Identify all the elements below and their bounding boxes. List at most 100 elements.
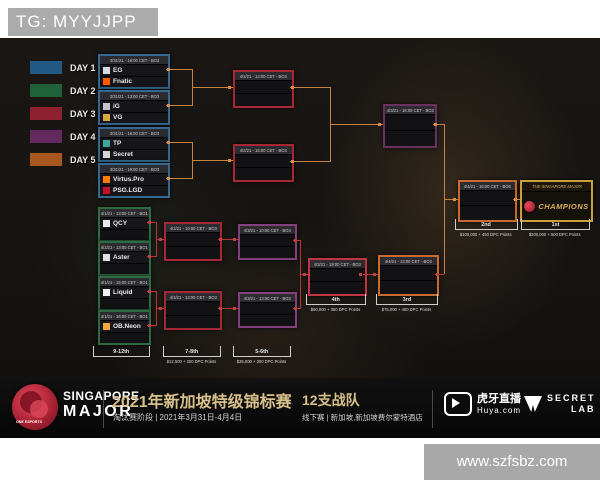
empty-team-slot	[380, 280, 437, 294]
place-label-3rd: 3rd	[376, 294, 438, 305]
secretlab-secret: SECRET	[547, 393, 596, 403]
legend-day2-label: DAY 2	[70, 86, 96, 96]
team-row: Liquid	[100, 287, 149, 299]
huya-name: 虎牙直播	[477, 393, 521, 406]
prize-1st: $200,000 + 500 DPC Points	[528, 232, 581, 237]
empty-team-slot	[460, 206, 515, 220]
match-lb-r1-slot-1: 4/1/21 - 13:00 CET - BO1 QCY	[98, 207, 151, 242]
match-schedule: 4/2/21 - 13:00 CET - BO3	[166, 293, 220, 302]
empty-team-slot	[310, 282, 365, 294]
empty-team-slot	[380, 266, 437, 281]
team-name: Virtus.Pro	[113, 175, 144, 183]
empty-team-slot	[385, 115, 435, 131]
vg-logo-icon	[103, 114, 110, 122]
one-esports-rose-logo-icon: ONE ESPORTS	[12, 384, 58, 430]
prize-7-8th: $12,500 + 200 DPC Points	[166, 359, 216, 364]
match-lb-r3-2: 4/3/21 - 13:00 CET - BO3	[238, 292, 297, 328]
legend-day3-label: DAY 3	[70, 109, 96, 119]
team-row: Secret	[100, 149, 168, 160]
match-schedule: 4/1/21 - 13:00 CET - BO1	[100, 209, 149, 218]
team-row: PSG.LGD	[100, 185, 168, 196]
match-lb-r1-slot-2: 4/1/21 - 13:00 CET - BO1 Aster	[98, 241, 151, 276]
legend-day5-swatch	[30, 153, 62, 166]
match-lb-qf-2: 4/2/21 - 13:00 CET - BO3	[164, 291, 222, 330]
event-location: 线下赛 | 新加坡,新加坡费尔蒙特酒店	[302, 413, 423, 422]
team-row: Virtus.Pro	[100, 174, 168, 186]
match-schedule: 3/31/21 - 13:00 CET - BO3	[100, 92, 168, 101]
team-name: Fnatic	[113, 78, 133, 86]
match-lb-sf: 4/3/21 - 19:00 CET - BO3	[308, 258, 367, 296]
secret-logo-icon	[103, 151, 110, 159]
match-ub-r1-4: 3/31/21 - 19:00 CET - BO3 Virtus.Pro PSG…	[98, 163, 170, 198]
place-label-1st: 1st	[521, 219, 590, 230]
empty-team-slot	[385, 131, 435, 146]
match-schedule: 4/2/21 - 16:00 CET - BO3	[235, 146, 292, 155]
empty-team-slot	[460, 191, 515, 206]
huya-url: Huya.com	[477, 405, 522, 415]
event-banner: ONE ESPORTS SINGAPORE MAJOR 2021年新加坡特级锦标…	[0, 378, 600, 438]
event-title: 2021年新加坡特级锦标赛	[112, 394, 292, 411]
event-stage-dates: 淘汰赛阶段 | 2021年3月31日-4月4日	[113, 413, 243, 422]
banner-divider	[432, 390, 433, 428]
match-ub-sf-2: 4/2/21 - 16:00 CET - BO3	[233, 144, 294, 182]
aegis-icon	[524, 200, 536, 212]
prize-3rd: $75,000 + 400 DPC Points	[381, 307, 431, 312]
empty-team-slot	[166, 233, 220, 247]
team-row: VG	[100, 112, 168, 123]
team-name: Liquid	[113, 288, 133, 296]
secretlab-logo: SECRET LAB	[524, 393, 596, 414]
team-row: QCY	[100, 218, 149, 230]
team-name: Aster	[113, 253, 130, 261]
secretlab-icon	[524, 395, 542, 412]
team-row: EG	[100, 65, 168, 77]
match-lb-r1-slot-3: 4/1/21 - 16:00 CET - BO1 Liquid	[98, 276, 151, 311]
huya-tiger-icon	[444, 392, 472, 416]
legend-day5-label: DAY 5	[70, 155, 96, 165]
match-schedule: 4/4/21 - 16:00 CET - BO5	[460, 182, 515, 191]
empty-team-slot	[310, 269, 365, 282]
match-ub-final: 4/3/21 - 16:00 CET - BO3	[383, 104, 437, 148]
match-schedule: 4/1/21 - 13:00 CET - BO1	[100, 243, 149, 252]
prize-4th: $50,000 + 350 DPC Points	[310, 307, 360, 312]
empty-team-slot	[240, 235, 295, 247]
match-schedule: 4/1/21 - 16:00 CET - BO1	[100, 278, 149, 287]
aster-logo-icon	[103, 253, 110, 261]
bracket-poster: DAY 1 DAY 2 DAY 3 DAY 4 DAY 5 3/31/21 - …	[0, 38, 600, 378]
match-schedule: 3/31/21 - 16:00 CET - BO3	[100, 129, 168, 138]
match-ub-sf-1: 4/2/21 - 13:00 CET - BO3	[233, 70, 294, 108]
team-row: Fnatic	[100, 76, 168, 87]
match-schedule: 4/2/21 - 13:00 CET - BO3	[235, 72, 292, 81]
champion-box: THE SINGAPORE MAJOR CHAMPIONS	[520, 180, 593, 222]
match-schedule: 3/31/21 - 16:00 CET - BO3	[100, 56, 168, 65]
empty-team-slot	[100, 332, 149, 343]
place-label-9-12th: 9-12th	[93, 346, 150, 357]
legend-day1-label: DAY 1	[70, 63, 96, 73]
match-lb-final: 4/4/21 - 13:00 CET - BO3	[378, 255, 439, 296]
empty-team-slot	[235, 168, 292, 180]
match-grand-final: 4/4/21 - 16:00 CET - BO5	[458, 180, 517, 222]
match-schedule: 4/3/21 - 13:00 CET - BO3	[240, 294, 295, 303]
eg-logo-icon	[103, 66, 110, 74]
site-watermark: www.szfsbz.com	[424, 444, 600, 480]
team-name: OB.Neon	[113, 322, 141, 330]
champions-label: CHAMPIONS	[538, 201, 589, 211]
tp-logo-icon	[103, 139, 110, 147]
empty-team-slot	[166, 315, 220, 328]
team-name: QCY	[113, 219, 128, 227]
empty-team-slot	[100, 229, 149, 240]
champion-body: CHAMPIONS	[522, 192, 591, 220]
legend-day3-swatch	[30, 107, 62, 120]
ob-neon-logo-icon	[103, 322, 110, 330]
prize-2nd: $100,000 + 450 DPC Points	[459, 232, 512, 237]
place-label-7-8th: 7-8th	[163, 346, 221, 357]
match-schedule: 4/2/21 - 10:00 CET - BO3	[166, 224, 220, 233]
empty-team-slot	[166, 302, 220, 316]
liquid-logo-icon	[103, 288, 110, 296]
empty-team-slot	[235, 81, 292, 94]
banner-divider	[103, 390, 104, 428]
empty-team-slot	[235, 94, 292, 106]
team-row: Aster	[100, 252, 149, 264]
telegram-watermark: TG: MYYJJPP	[8, 8, 158, 36]
empty-team-slot	[235, 155, 292, 168]
match-schedule: 4/3/21 - 10:00 CET - BO3	[240, 226, 295, 235]
